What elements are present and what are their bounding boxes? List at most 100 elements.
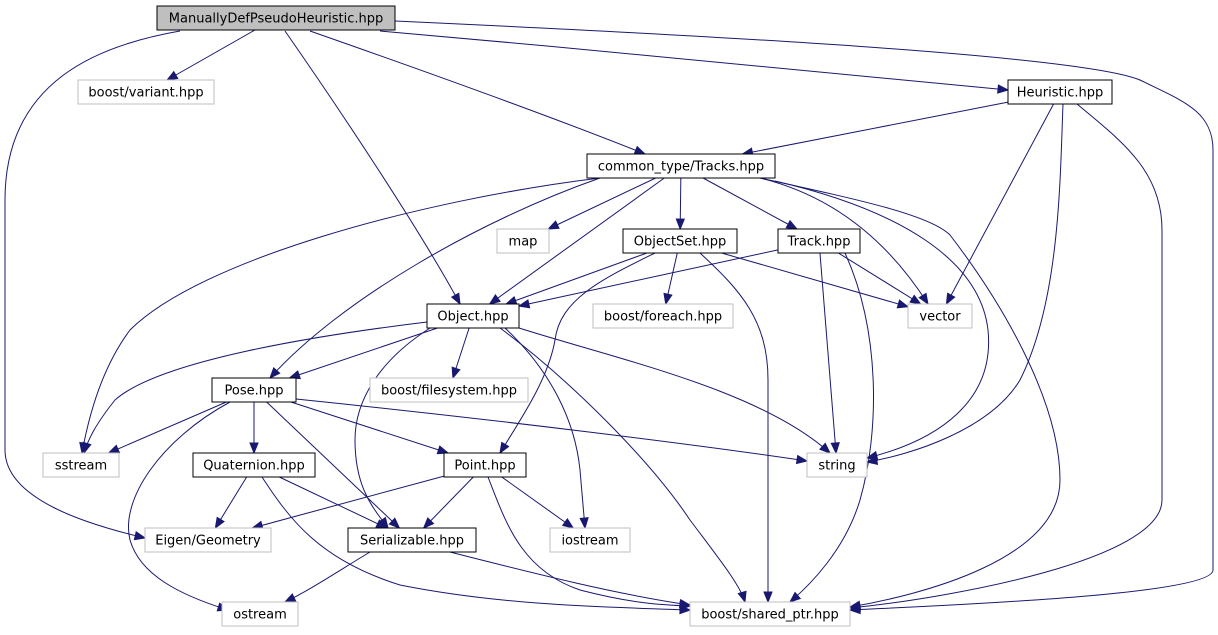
edge-track-to-string [819, 252, 840, 455]
node-serializable[interactable]: Serializable.hpp [347, 527, 477, 553]
edge-pose-to-sstream [107, 401, 227, 454]
node-label: Point.hpp [454, 459, 515, 474]
node-box [221, 601, 299, 627]
edge-pose-to-point [290, 401, 450, 455]
node-pose[interactable]: Pose.hpp [211, 377, 297, 403]
edge-point-to-iostream [501, 476, 575, 529]
node-label: common_type/Tracks.hpp [598, 160, 764, 175]
node-foreach: boost/foreach.hpp [592, 303, 734, 329]
edge-point-to-eigen [251, 475, 445, 530]
edge-root-to-eigen [4, 30, 181, 541]
node-box [156, 5, 396, 31]
node-map: map [496, 228, 550, 254]
edge-root-to-object [284, 30, 461, 306]
edge-quaternion-to-eigen [214, 476, 248, 530]
node-label: boost/filesystem.hpp [381, 384, 517, 399]
edge-pose-to-ostream [128, 401, 231, 612]
node-label: boost/variant.hpp [88, 86, 203, 101]
edge-root-to-variant [165, 29, 256, 81]
node-box [689, 601, 851, 627]
node-box [496, 228, 550, 254]
edge-object-to-pose [288, 327, 438, 380]
node-label: Track.hpp [787, 235, 851, 250]
node-label: map [509, 235, 538, 250]
edge-heuristic-to-vector [945, 103, 1055, 306]
edge-object-to-serializable [354, 327, 431, 530]
node-label: string [818, 459, 855, 474]
node-box [622, 228, 738, 254]
edge-tracks-to-pose [269, 177, 601, 380]
node-box [1007, 79, 1113, 105]
edge-serializable-to-ostream [283, 551, 371, 603]
edge-objectset-to-object [504, 252, 648, 305]
edge-serializable-to-shared_ptr [449, 551, 692, 609]
node-quaternion[interactable]: Quaternion.hpp [192, 452, 316, 478]
node-box [777, 228, 861, 254]
node-box [211, 377, 297, 403]
node-box [369, 377, 529, 403]
node-box [144, 527, 272, 553]
node-label: Serializable.hpp [360, 534, 464, 549]
node-label: boost/foreach.hpp [604, 310, 722, 325]
edge-tracks-to-shared_ptr [759, 177, 1061, 610]
node-sstream: sstream [42, 452, 120, 478]
node-vector: vector [907, 303, 973, 329]
edge-quaternion-to-serializable [279, 476, 388, 529]
edge-object-to-filesystem [451, 327, 470, 380]
edge-track-to-vector [838, 252, 922, 305]
node-box [586, 153, 776, 179]
node-label: sstream [55, 459, 107, 474]
node-label: vector [919, 310, 961, 325]
edge-object-to-iostream [504, 327, 589, 530]
edge-tracks-to-objectset [675, 177, 686, 231]
edge-heuristic-to-shared_ptr [848, 103, 1163, 612]
edge-pose-to-serializable [266, 401, 401, 529]
node-track[interactable]: Track.hpp [777, 228, 861, 254]
edge-pose-to-quaternion [249, 402, 259, 455]
node-filesystem: boost/filesystem.hpp [369, 377, 529, 403]
edge-object-to-string [518, 327, 832, 454]
edge-tracks-to-map [547, 177, 656, 230]
node-box [42, 452, 120, 478]
node-label: ObjectSet.hpp [634, 235, 727, 250]
edge-point-to-serializable [422, 476, 474, 529]
node-box [549, 527, 631, 553]
node-box [907, 303, 973, 329]
node-label: ManuallyDefPseudoHeuristic.hpp [169, 12, 383, 27]
node-label: Quaternion.hpp [203, 459, 305, 474]
node-string: string [806, 452, 868, 478]
node-label: boost/shared_ptr.hpp [701, 608, 839, 623]
edge-root-to-tracks [309, 30, 647, 155]
node-root: ManuallyDefPseudoHeuristic.hpp [156, 5, 396, 31]
edge-objectset-to-shared_ptr [699, 252, 773, 604]
node-variant: boost/variant.hpp [77, 79, 215, 105]
node-point[interactable]: Point.hpp [443, 452, 527, 478]
edge-root-to-heuristic [379, 30, 1010, 94]
node-iostream: iostream [549, 527, 631, 553]
edge-tracks-to-object [488, 177, 665, 305]
node-label: Heuristic.hpp [1017, 86, 1103, 101]
edge-objectset-to-point [499, 252, 656, 455]
node-object[interactable]: Object.hpp [426, 303, 520, 329]
edge-objectset-to-vector [721, 252, 910, 309]
edge-track-to-object [517, 249, 779, 309]
edge-tracks-to-vector [759, 177, 929, 306]
node-objectset[interactable]: ObjectSet.hpp [622, 228, 738, 254]
edge-pose-to-string [295, 398, 809, 465]
edge-object-to-shared_ptr [499, 327, 747, 604]
node-box [347, 527, 477, 553]
node-box [806, 452, 868, 478]
node-label: iostream [561, 534, 618, 549]
edges-layer [4, 20, 1214, 615]
node-tracks[interactable]: common_type/Tracks.hpp [586, 153, 776, 179]
edge-heuristic-to-string [865, 103, 1064, 465]
edge-track-to-shared_ptr [788, 252, 874, 603]
node-ostream: ostream [221, 601, 299, 627]
edge-objectset-to-foreach [663, 252, 678, 306]
edge-tracks-to-track [702, 177, 799, 230]
edge-heuristic-to-tracks [741, 101, 1009, 157]
node-heuristic[interactable]: Heuristic.hpp [1007, 79, 1113, 105]
node-label: Eigen/Geometry [155, 534, 261, 549]
node-shared-ptr: boost/shared_ptr.hpp [689, 601, 851, 627]
